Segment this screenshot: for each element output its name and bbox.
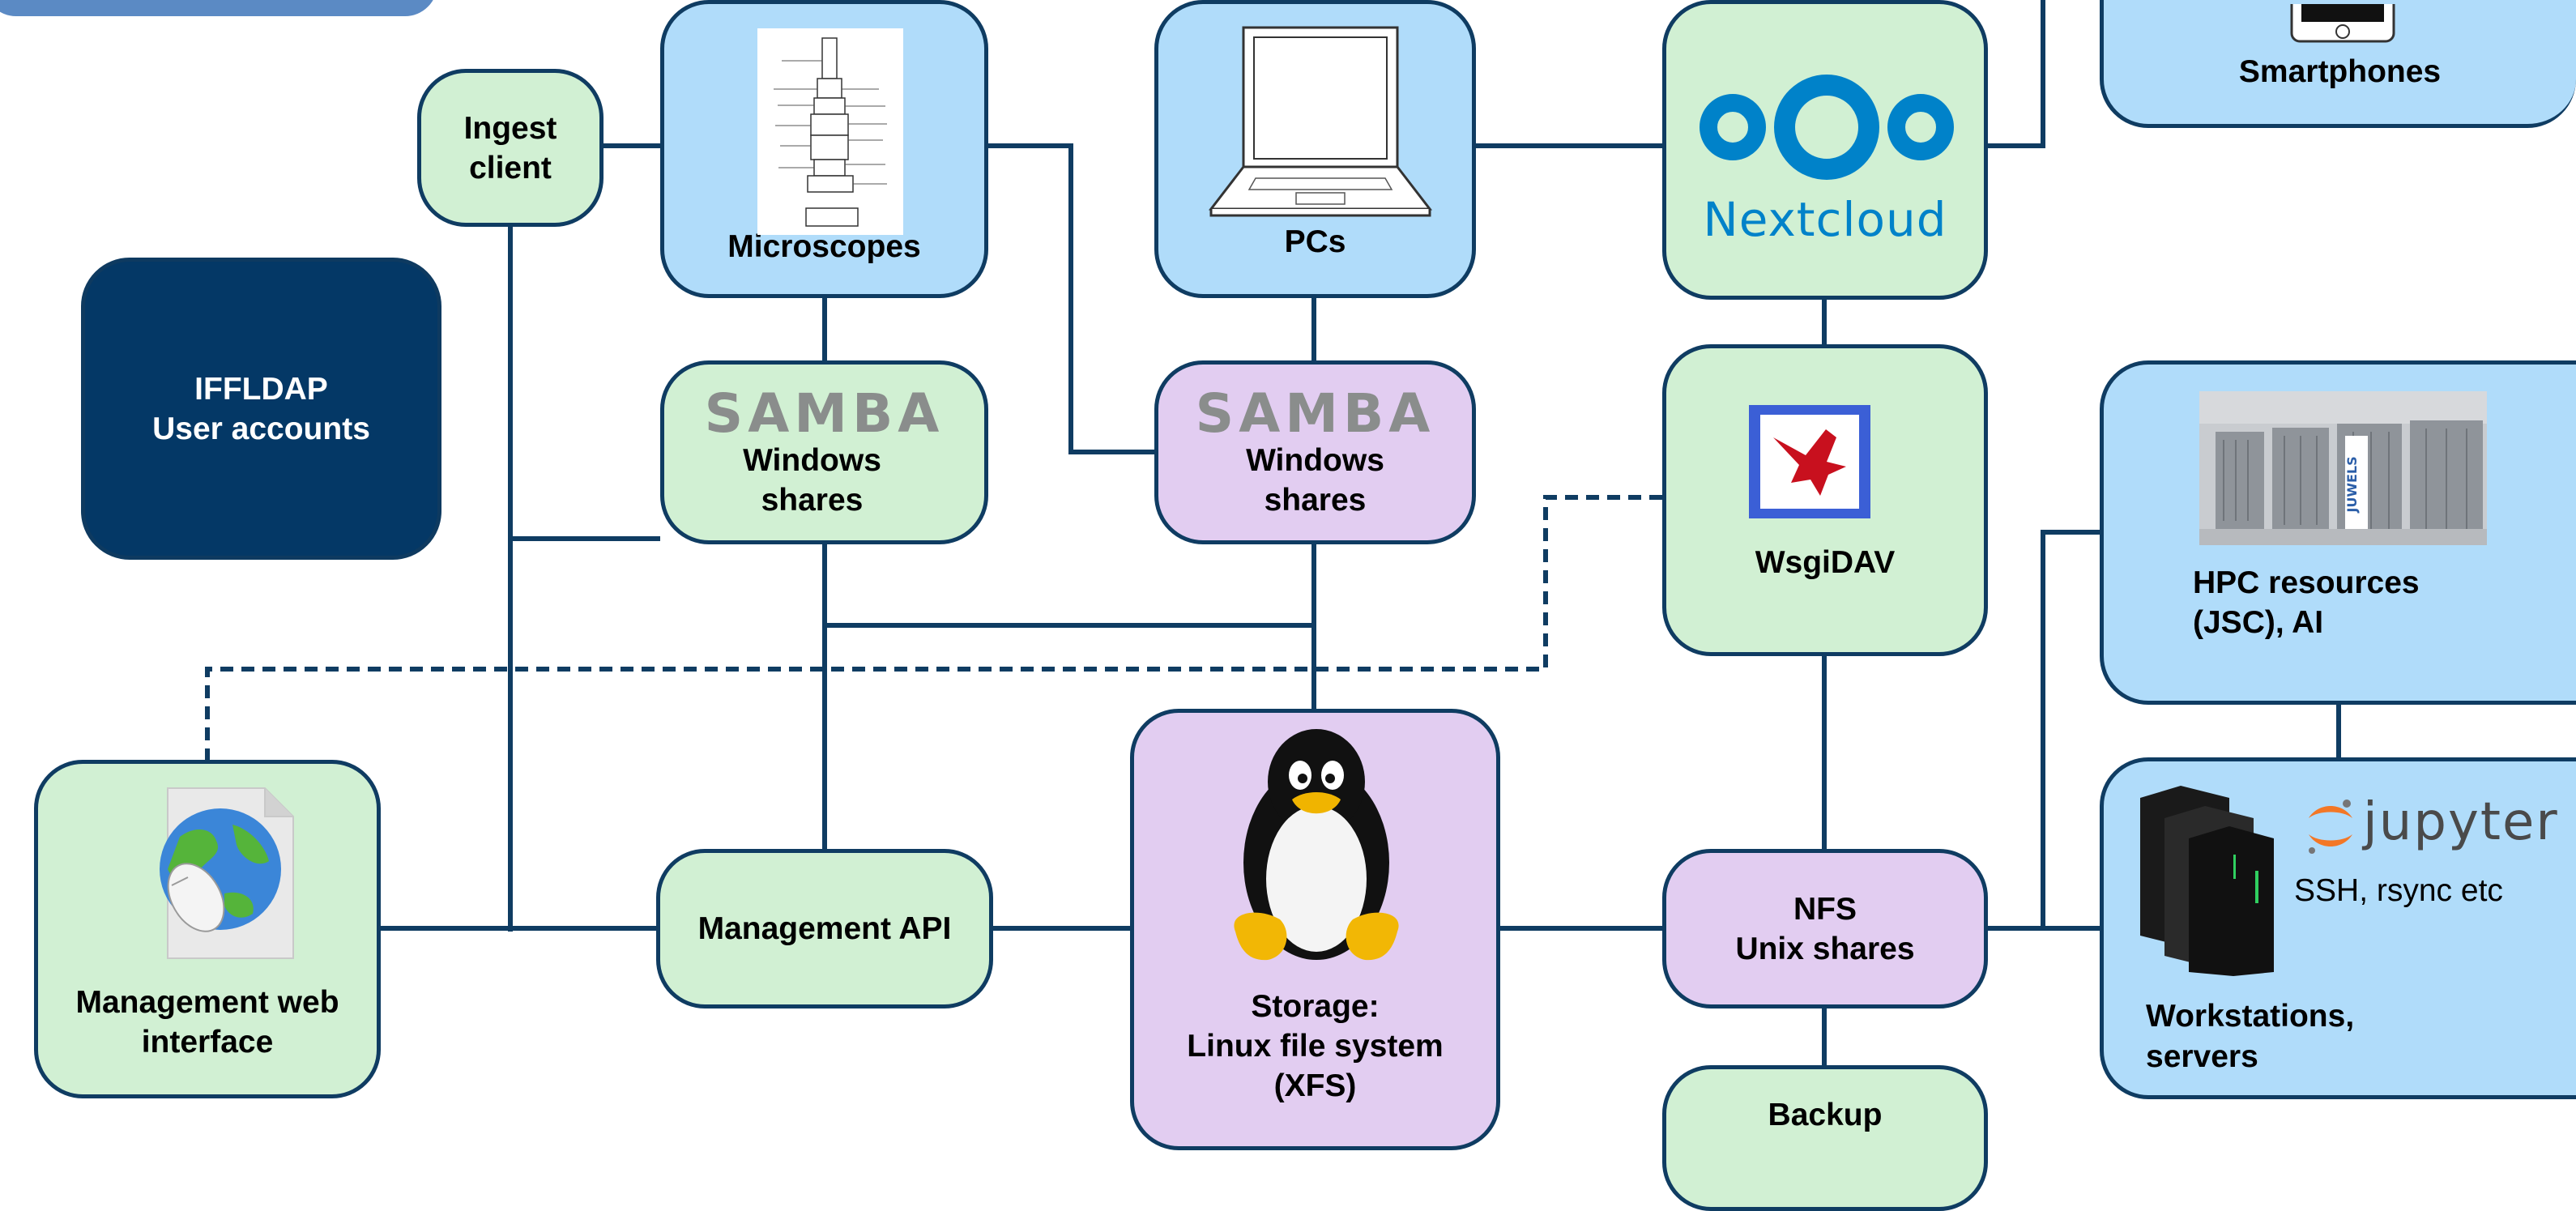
nextcloud-logo-icon bbox=[1700, 75, 1954, 180]
jupyter-logo-text: jupyter bbox=[2363, 792, 2559, 852]
workstations-label-line2: servers bbox=[2146, 1039, 2258, 1074]
wsgidav-node: WsgiDAV bbox=[1662, 344, 1988, 656]
iffldap-label-line1: IFFLDAP bbox=[194, 371, 328, 407]
laptop-icon bbox=[1208, 26, 1433, 217]
edge-nfs-hpc bbox=[2041, 530, 2100, 928]
storage-node: Storage: Linux file system (XFS) bbox=[1130, 709, 1500, 1150]
nextcloud-logo-text: Nextcloud bbox=[1703, 192, 1947, 247]
microscope-icon bbox=[757, 28, 903, 235]
samba-logo-icon: SAMBA bbox=[1195, 382, 1435, 445]
solid-connectors bbox=[381, 0, 2341, 1065]
hpc-resources-node: JUWELS HPC resources (JSC), AI bbox=[2100, 360, 2576, 705]
management-api-label: Management API bbox=[697, 911, 952, 946]
iffldap-label-line2: User accounts bbox=[152, 411, 370, 446]
workstations-servers-node: jupyter SSH, rsync etc Workstations, ser… bbox=[2100, 757, 2576, 1099]
juwels-rack-text: JUWELS bbox=[2344, 456, 2360, 513]
supercomputer-photo-icon: JUWELS bbox=[2199, 391, 2487, 545]
samba-purple-label-line2: shares bbox=[1264, 483, 1367, 518]
samba-logo-icon: SAMBA bbox=[704, 382, 945, 445]
server-tower-icon bbox=[2140, 786, 2274, 976]
hpc-label-line1: HPC resources bbox=[2193, 565, 2420, 600]
edge-nextcloud-smartphones bbox=[1986, 0, 2045, 148]
workstations-tools-text: SSH, rsync etc bbox=[2294, 873, 2503, 908]
nextcloud-node: Nextcloud bbox=[1662, 0, 1988, 300]
wsgidav-label: WsgiDAV bbox=[1755, 545, 1896, 580]
smartphone-icon bbox=[2290, 4, 2395, 43]
top-left-partial-box bbox=[0, 0, 437, 16]
iffldap-node: IFFLDAP User accounts bbox=[81, 258, 441, 560]
wsgidav-bird-icon bbox=[1749, 405, 1870, 518]
edge-microscopes-samba-purple bbox=[988, 143, 1154, 454]
samba-purple-label-line1: Windows bbox=[1246, 443, 1384, 478]
samba-windows-shares-green-node: SAMBA Windows shares bbox=[660, 360, 988, 544]
nfs-unix-shares-node: NFS Unix shares bbox=[1662, 849, 1988, 1008]
jupyter-logo-icon bbox=[2309, 800, 2352, 854]
smartphones-label: Smartphones bbox=[2238, 54, 2442, 89]
storage-label-line2: Linux file system bbox=[1187, 1029, 1444, 1064]
management-api-node: Management API bbox=[656, 849, 993, 1008]
nfs-label-line2: Unix shares bbox=[1735, 931, 1915, 966]
workstations-label-line1: Workstations, bbox=[2146, 999, 2355, 1034]
connector-layer bbox=[205, 0, 2341, 1065]
storage-label-line1: Storage: bbox=[1251, 989, 1380, 1024]
pcs-node: PCs bbox=[1154, 0, 1476, 298]
pcs-label: PCs bbox=[1284, 224, 1346, 259]
management-web-label-line2: interface bbox=[141, 1025, 274, 1060]
nfs-label-line1: NFS bbox=[1793, 891, 1857, 927]
ingest-client-label-line1: Ingest bbox=[463, 110, 557, 146]
ingest-client-node: Ingest client bbox=[417, 69, 603, 227]
ingest-client-label-line2: client bbox=[469, 150, 552, 185]
samba-green-label-line2: shares bbox=[761, 483, 864, 518]
management-web-label-line1: Management web bbox=[75, 985, 339, 1020]
microscopes-node: Microscopes bbox=[660, 0, 988, 298]
globe-mouse-icon bbox=[160, 787, 294, 959]
storage-label-line3: (XFS) bbox=[1273, 1068, 1357, 1103]
backup-node: Backup bbox=[1662, 1065, 1988, 1211]
microscopes-label: Microscopes bbox=[727, 229, 921, 264]
samba-green-label-line1: Windows bbox=[743, 443, 881, 478]
hpc-label-line2: (JSC), AI bbox=[2193, 605, 2324, 640]
management-web-interface-node: Management web interface bbox=[34, 760, 381, 1098]
samba-windows-shares-purple-node: SAMBA Windows shares bbox=[1154, 360, 1476, 544]
backup-label: Backup bbox=[1768, 1098, 1883, 1132]
tux-penguin-icon bbox=[1234, 729, 1399, 961]
smartphones-node: Smartphones bbox=[2100, 0, 2576, 128]
